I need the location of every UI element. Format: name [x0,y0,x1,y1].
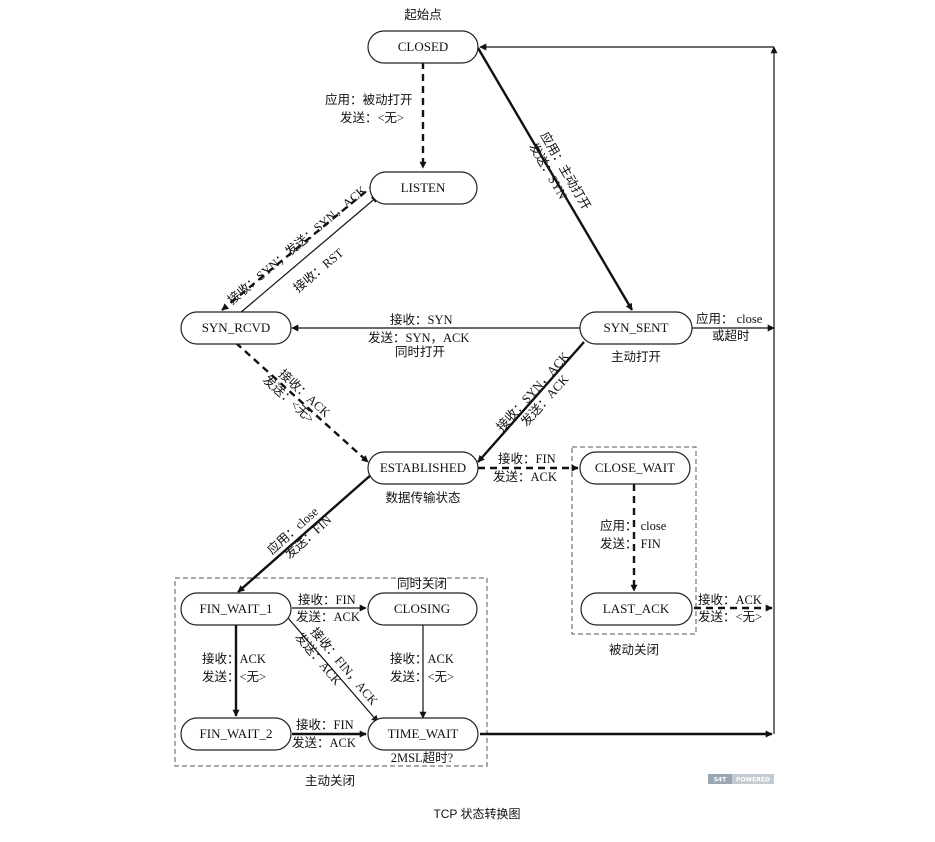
state-close-wait-label: CLOSE_WAIT [595,460,675,475]
label-fin-wait-1-time-wait: 接收：FIN，ACK 发送：ACK [292,624,381,708]
state-closing: CLOSING [367,592,478,626]
edge-syn-rcvd-established [235,342,369,463]
badge-right-text: POWERED [736,777,770,784]
label-fin-wait-1-closing-2: 发送：ACK [296,609,360,624]
note-data-transfer: 数据传输状态 [385,490,460,505]
edge-closed-syn-sent [476,47,634,311]
state-time-wait: TIME_WAIT [367,717,479,751]
note-active-open: 主动打开 [611,350,661,364]
state-closing-label: CLOSING [394,601,450,616]
label-syn-sent-syn-rcvd-2: 发送：SYN，ACK [368,330,469,345]
active-close-group-box [174,577,488,767]
note-start: 起始点 [404,8,442,22]
state-fin-wait-2: FIN_WAIT_2 [180,717,292,751]
state-fin-wait-1-label: FIN_WAIT_1 [200,601,273,616]
state-fin-wait-1: FIN_WAIT_1 [180,592,292,626]
label-fin-wait-2-time-wait-1: 接收：FIN [296,717,354,732]
label-syn-sent-syn-rcvd-1: 接收：SYN [390,312,453,327]
label-syn-sent-close-1: 应用： close [696,311,763,326]
badge-left-text: S4T [714,777,727,784]
state-listen: LISTEN [369,171,478,205]
state-listen-label: LISTEN [401,180,446,195]
label-close-wait-last-ack-1: 应用： close [600,518,667,533]
state-syn-rcvd-label: SYN_RCVD [202,320,271,335]
state-syn-rcvd: SYN_RCVD [180,311,292,345]
edge-syn-sent-established [477,341,585,463]
powered-badge: S4T POWERED [708,774,774,784]
label-fin-wait-1-fin-wait-2-1: 接收：ACK [202,651,266,666]
label-closing-time-wait-1: 接收：ACK [390,651,454,666]
note-passive-close: 被动关闭 [609,643,659,657]
diagram-caption: TCP 状态转换图 [433,806,520,821]
label-last-ack-closed-1: 接收：ACK [698,592,762,607]
state-closed-label: CLOSED [398,39,449,54]
label-syn-sent-established: 接收：SYN，ACK 发送：ACK [493,349,572,434]
label-closed-listen-2: 发送：<无> [340,110,404,125]
state-last-ack: LAST_ACK [580,592,693,626]
note-2msl-timeout: 2MSL超时? [391,750,454,765]
edge-established-fin-wait-1 [237,473,373,593]
state-syn-sent-label: SYN_SENT [603,320,668,335]
label-fin-wait-1-closing-1: 接收：FIN [298,592,356,607]
state-time-wait-label: TIME_WAIT [388,726,459,741]
state-fin-wait-2-label: FIN_WAIT_2 [200,726,273,741]
label-established-close-wait-1: 接收：FIN [498,451,556,466]
state-established: ESTABLISHED [367,451,479,485]
label-close-wait-last-ack-2: 发送： FIN [600,536,661,551]
passive-close-group-box [571,446,697,635]
state-established-label: ESTABLISHED [380,460,466,475]
state-syn-sent: SYN_SENT [579,311,693,345]
label-fin-wait-2-time-wait-2: 发送：ACK [292,735,356,750]
note-simultaneous-close: 同时关闭 [397,577,447,591]
label-closed-syn-sent: 应用：主动打开 发送：SYN [526,129,594,212]
label-closed-listen-1: 应用：被动打开 [325,92,413,107]
note-simultaneous-open: 同时打开 [395,345,445,359]
label-established-close-wait-2: 发送：ACK [493,469,557,484]
label-syn-rcvd-established: 接收：ACK 发送：<无> [260,366,334,426]
edge-fin-wait-1-time-wait [287,617,379,723]
label-fin-wait-1-fin-wait-2-2: 发送：<无> [202,669,266,684]
label-last-ack-closed-2: 发送：<无> [698,609,762,624]
state-closed: CLOSED [367,30,479,64]
note-active-close: 主动关闭 [305,774,355,788]
edge-listen-syn-rcvd [221,183,376,311]
state-last-ack-label: LAST_ACK [603,601,670,616]
label-closing-time-wait-2: 发送：<无> [390,669,454,684]
edge-syn-rcvd-listen [239,195,379,314]
label-syn-sent-close-2: 或超时 [712,328,750,343]
state-close-wait: CLOSE_WAIT [579,451,691,485]
